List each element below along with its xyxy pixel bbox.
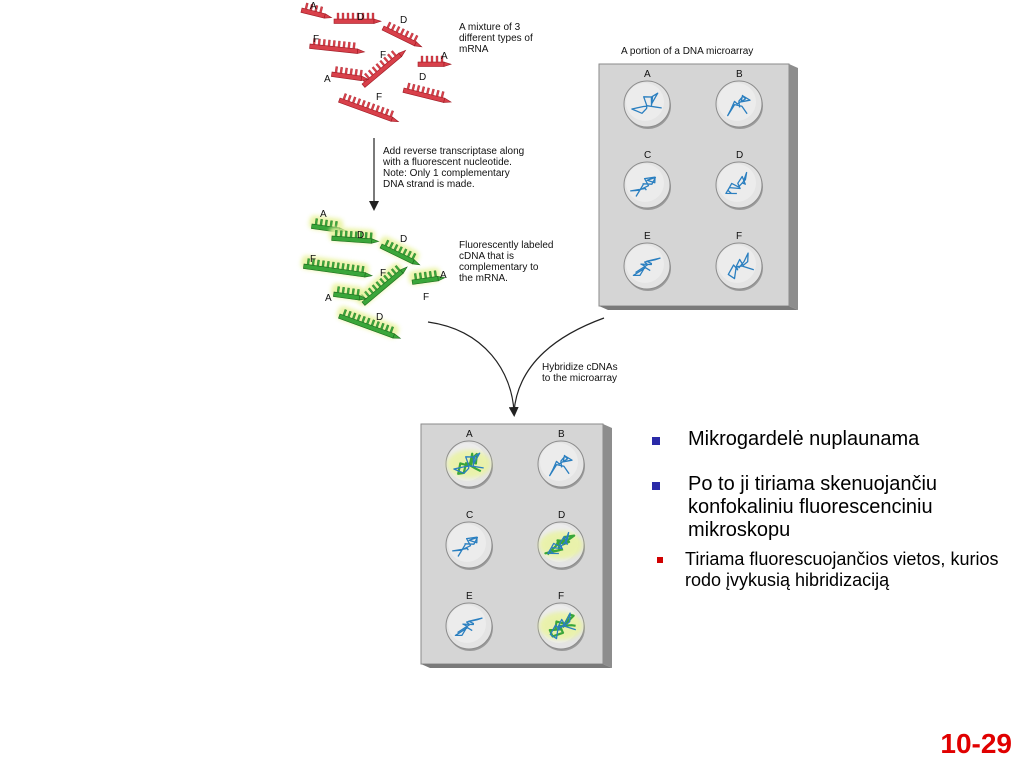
- molecule-label: F: [380, 50, 386, 61]
- bullet-item: Po to ji tiriama skenuojančiu konfokalin…: [650, 473, 1020, 542]
- caption-mixture: A mixture of 3 different types of mRNA: [459, 22, 536, 55]
- bullet-item: Mikrogardelė nuplaunama: [650, 428, 1020, 451]
- molecule-label: D: [357, 230, 364, 241]
- molecule-strand: [338, 93, 400, 122]
- molecule-label: F: [313, 34, 319, 45]
- molecule-strand: [381, 21, 423, 48]
- molecule-label: F: [380, 268, 386, 279]
- molecule-strand: [328, 227, 380, 244]
- well-label: B: [736, 69, 743, 80]
- well-label: D: [558, 510, 565, 521]
- sub-bullet-text: Tiriama fluorescuojančios vietos, kurios…: [685, 549, 999, 590]
- molecule-label: A: [441, 51, 448, 62]
- molecule-strand: [300, 255, 373, 278]
- bullet-text: Po to ji tiriama skenuojančiu konfokalin…: [688, 473, 938, 541]
- molecule-strand: [417, 55, 452, 67]
- caption-labeled-cdna: Fluorescently labeled cDNA that is compl…: [459, 240, 556, 284]
- bullet-list: Mikrogardelė nuplaunama Po to ji tiriama…: [650, 428, 1020, 591]
- microarray-well: D: [715, 150, 763, 210]
- molecule-label: D: [419, 72, 426, 83]
- microarray-well: A: [623, 69, 671, 129]
- molecule-label: A: [440, 270, 447, 281]
- molecule-label: A: [310, 1, 317, 12]
- well-label: A: [466, 429, 473, 440]
- molecule-label: F: [423, 292, 429, 303]
- molecule-label: D: [376, 312, 383, 323]
- molecule-strand: [309, 38, 366, 54]
- microarray-top: A B C D E F: [598, 63, 798, 310]
- page-number: 10-29: [940, 728, 1012, 759]
- well-label: C: [466, 510, 473, 521]
- well-label: F: [736, 231, 742, 242]
- microarray-well: E: [623, 231, 671, 291]
- well-label: F: [558, 591, 564, 602]
- molecule-label: D: [400, 15, 407, 26]
- caption-reverse-transcriptase: Add reverse transcriptase along with a f…: [382, 146, 527, 190]
- molecule-strand: [378, 236, 421, 266]
- molecule-label: A: [320, 209, 327, 220]
- microarray-well: A: [445, 429, 493, 489]
- molecule-strand: [402, 82, 452, 103]
- well-label: E: [644, 231, 651, 242]
- bullet-marker: [652, 482, 660, 490]
- microarray-well: B: [537, 429, 585, 489]
- microarray-well: C: [445, 510, 493, 570]
- molecule-label: F: [376, 92, 382, 103]
- caption-microarray-portion: A portion of a DNA microarray: [621, 46, 753, 57]
- sub-bullet-marker: [657, 557, 663, 563]
- molecule-strand: [331, 66, 370, 81]
- arrow-hybridize-left: [427, 321, 519, 417]
- well-label: E: [466, 591, 473, 602]
- molecule-label: D: [357, 12, 364, 23]
- microarray-well: C: [623, 150, 671, 210]
- well-label: B: [558, 429, 565, 440]
- molecule-strand: [408, 267, 446, 285]
- molecule-strand: [330, 283, 368, 301]
- microarray-well: D: [537, 510, 585, 570]
- bullet-marker: [652, 437, 660, 445]
- caption-hybridize: Hybridize cDNAs to the microarray: [542, 362, 620, 384]
- microarray-well: B: [715, 69, 763, 129]
- microarray-well: F: [537, 591, 585, 651]
- molecule-strand: [300, 2, 333, 19]
- well-label: C: [644, 150, 651, 161]
- molecule-label: A: [325, 293, 332, 304]
- mrna-molecules: A D D F F A A D F: [300, 1, 452, 122]
- molecule-strand: [336, 305, 402, 339]
- molecule-strand: [360, 49, 407, 88]
- molecule-strand: [355, 263, 408, 306]
- arrow-hybridize-right: [513, 317, 605, 413]
- microarray-well: E: [445, 591, 493, 651]
- bullet-text: Mikrogardelė nuplaunama: [688, 428, 920, 450]
- microarray-well: F: [715, 231, 763, 291]
- well-label: D: [736, 150, 743, 161]
- sub-bullet-item: Tiriama fluorescuojančios vietos, kurios…: [601, 549, 1020, 591]
- molecule-strand: [333, 12, 382, 24]
- molecule-label: A: [324, 74, 331, 85]
- molecule-label: F: [310, 254, 316, 265]
- well-label: A: [644, 69, 651, 80]
- molecule-label: D: [400, 234, 407, 245]
- microarray-bottom: A B C D E F: [420, 423, 612, 668]
